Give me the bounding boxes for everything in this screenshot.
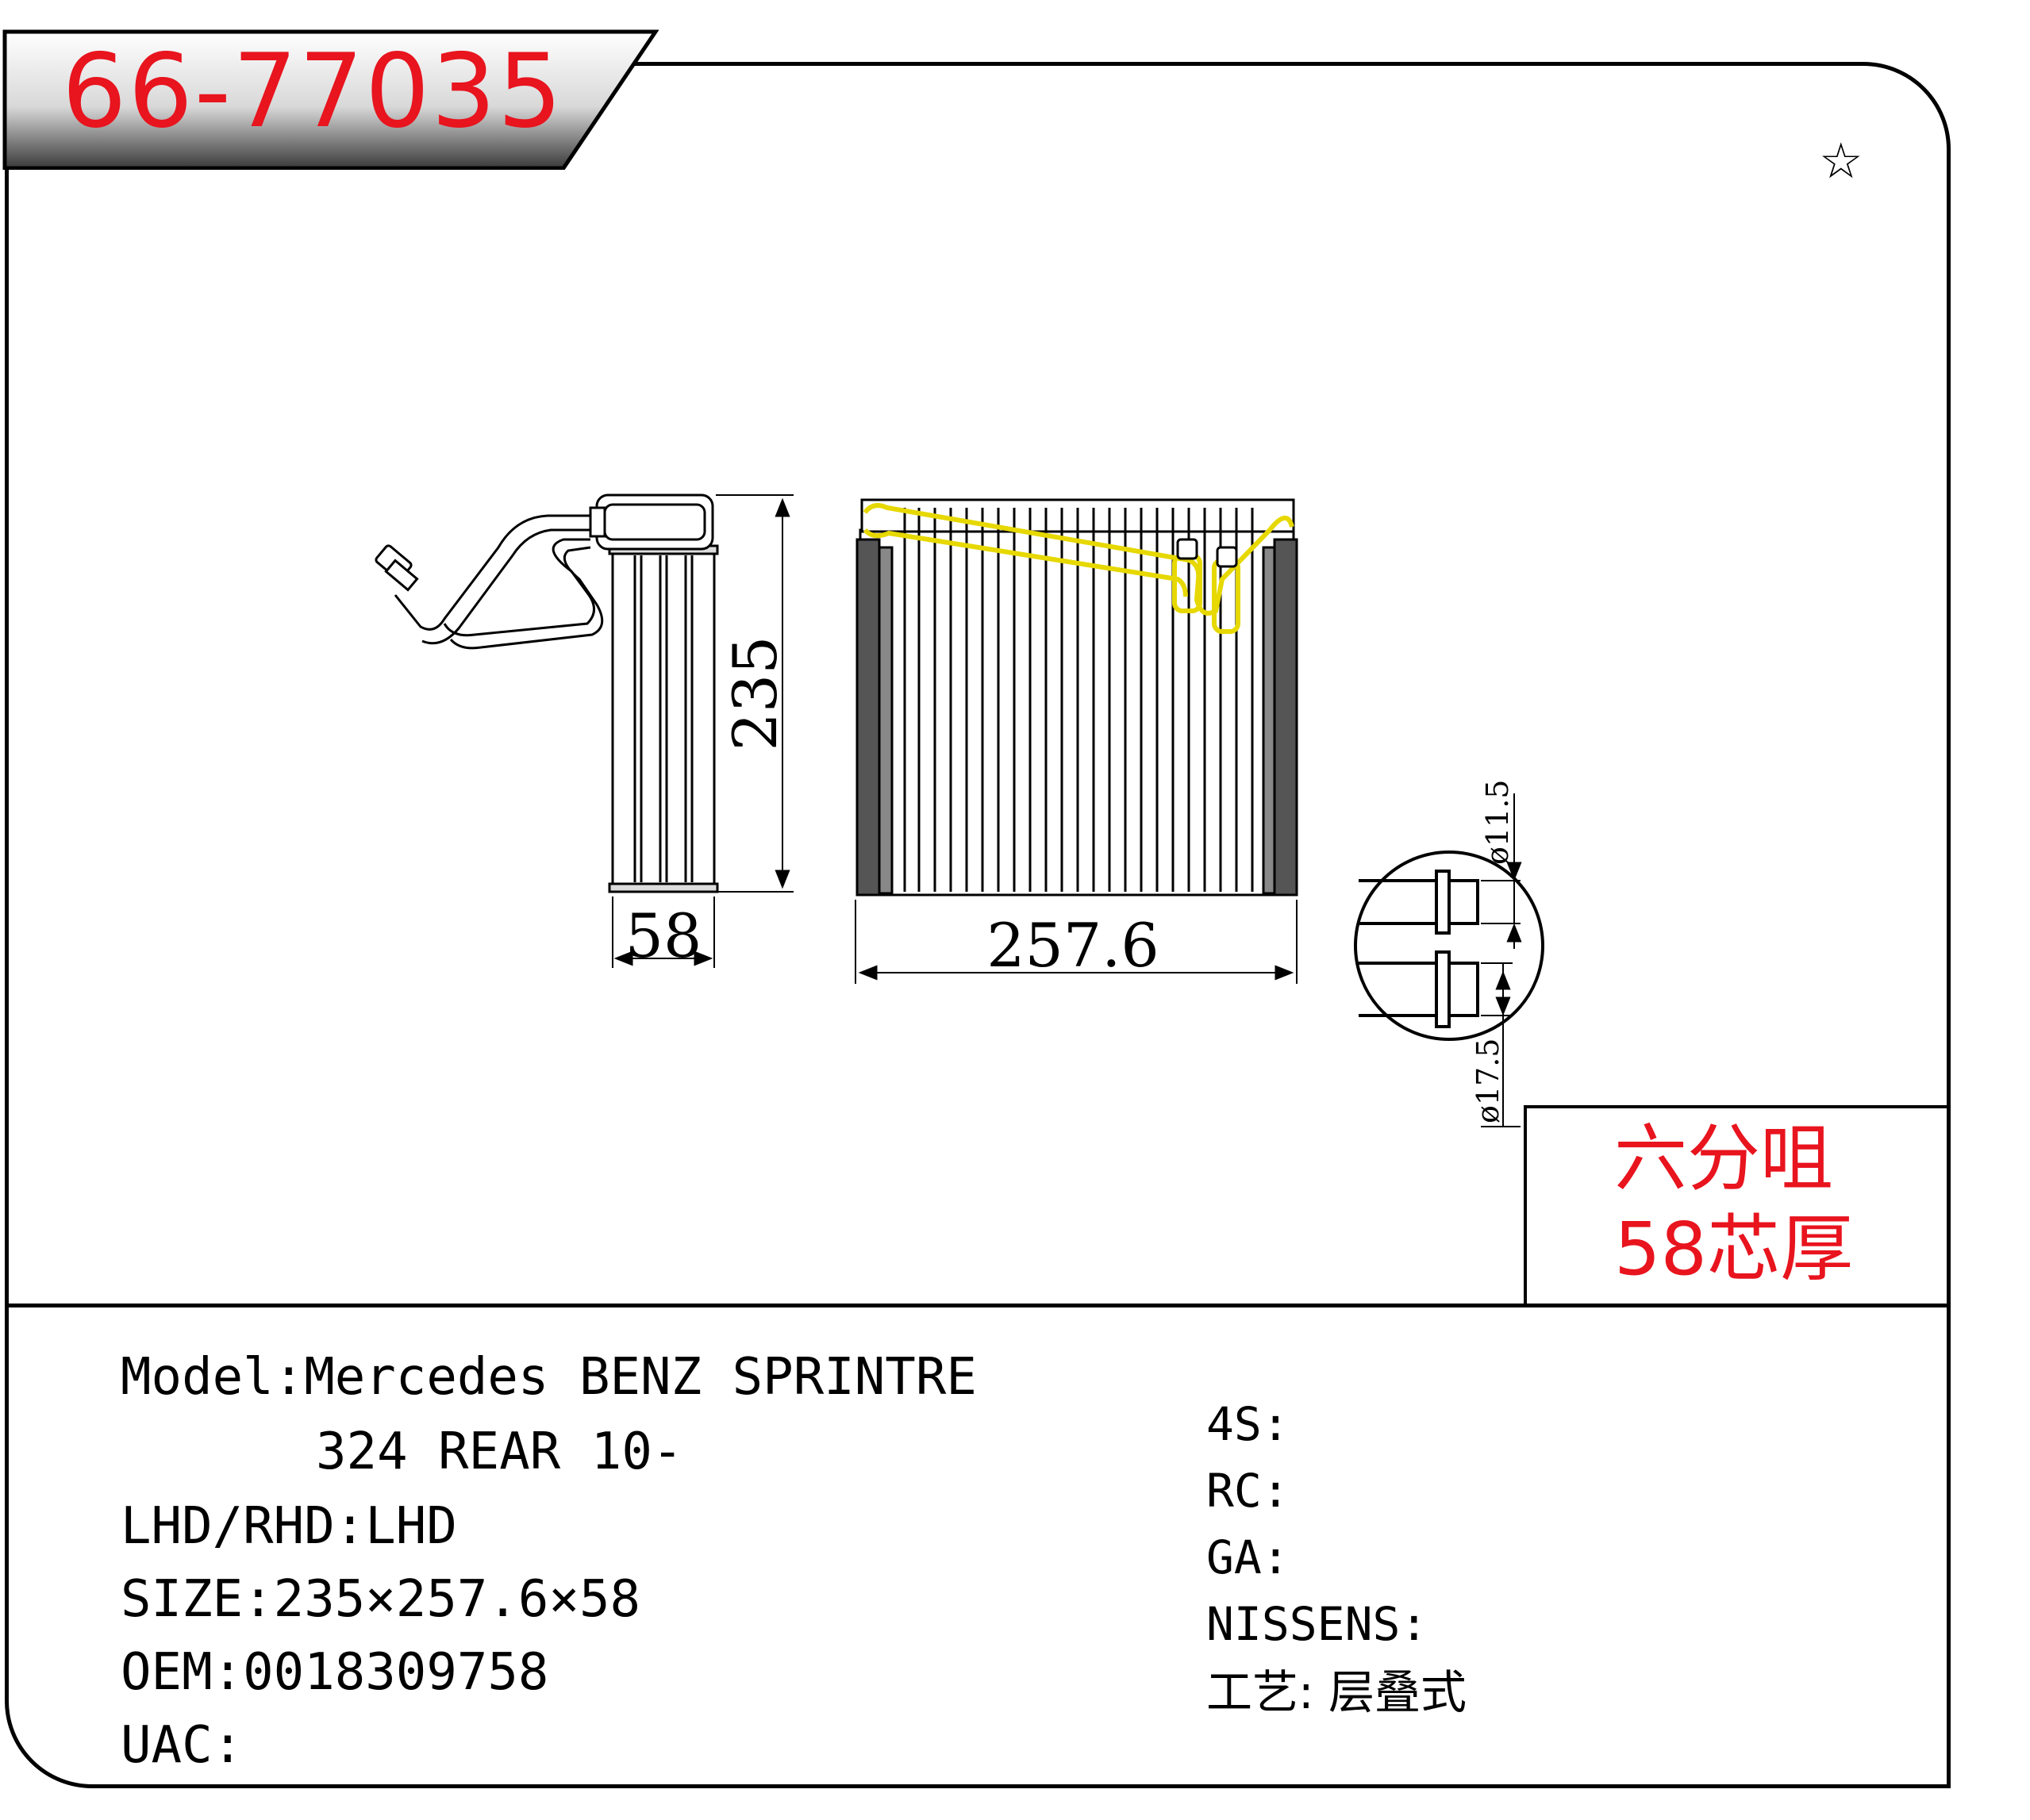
- ref-ga: GA:: [1206, 1531, 1290, 1584]
- spec-size-label: SIZE:: [121, 1570, 274, 1629]
- ref-nissens-label: NISSENS:: [1206, 1597, 1428, 1651]
- section-divider: [5, 1304, 1951, 1307]
- spec-model-cont: 324 REAR 10-: [316, 1423, 683, 1481]
- front-view-fittings: [1176, 538, 1238, 568]
- note-box: 六分咀 58芯厚: [1524, 1105, 1950, 1306]
- height-dimension: [716, 494, 794, 893]
- spec-oem-value: 0018309758: [243, 1643, 549, 1702]
- ref-ga-label: GA:: [1206, 1530, 1290, 1584]
- spec-model-value: Mercedes BENZ SPRINTRE: [304, 1348, 977, 1407]
- ref-rc: RC:: [1206, 1465, 1290, 1517]
- technical-drawing: 58 235: [375, 493, 1544, 1127]
- spec-oem-label: OEM:: [121, 1643, 244, 1702]
- width-dimension: [855, 900, 1298, 984]
- ref-rc-label: RC:: [1206, 1464, 1290, 1518]
- spec-lhd-label: LHD/RHD:: [121, 1497, 366, 1556]
- ref-nissens: NISSENS:: [1206, 1598, 1428, 1650]
- width-label: 257.6: [986, 910, 1159, 981]
- ref-4s: 4S:: [1206, 1398, 1290, 1450]
- ref-process-value: 层叠式: [1328, 1665, 1467, 1719]
- star-icon: ☆: [1819, 132, 1863, 190]
- part-number-banner: [2, 29, 659, 170]
- spec-uac-label: UAC:: [121, 1716, 244, 1775]
- spec-lhd: LHD/RHD:LHD: [121, 1498, 457, 1555]
- spec-model-label: Model:: [121, 1348, 305, 1407]
- part-number: 66-77035: [62, 33, 564, 151]
- spec-oem: OEM:0018309758: [121, 1644, 548, 1701]
- side-view: [375, 493, 719, 893]
- note-line-1: 六分咀: [1614, 1116, 1834, 1201]
- ref-process: 工艺: 层叠式: [1206, 1666, 1467, 1718]
- pipe-detail-dims: [1481, 793, 1522, 1127]
- height-label: 235: [720, 635, 790, 751]
- note-line-2: 58芯厚: [1614, 1207, 1854, 1292]
- pipe-large-label: ø17.5: [1471, 1039, 1505, 1124]
- spec-size: SIZE:235×257.6×58: [121, 1571, 640, 1628]
- spec-lhd-value: LHD: [365, 1497, 457, 1556]
- ref-4s-label: 4S:: [1206, 1397, 1290, 1451]
- spec-size-value: 235×257.6×58: [273, 1570, 641, 1629]
- pipe-detail: [1354, 850, 1544, 1041]
- depth-dimension: [612, 897, 715, 968]
- sheet-frame: [5, 62, 1951, 1788]
- front-view-tubes: [903, 508, 1254, 892]
- ref-process-label: 工艺:: [1206, 1665, 1314, 1719]
- pipe-small-label: ø11.5: [1480, 780, 1515, 866]
- depth-label: 58: [625, 900, 702, 971]
- spec-model: Model:Mercedes BENZ SPRINTRE: [121, 1349, 977, 1406]
- spec-uac: UAC:: [121, 1717, 243, 1774]
